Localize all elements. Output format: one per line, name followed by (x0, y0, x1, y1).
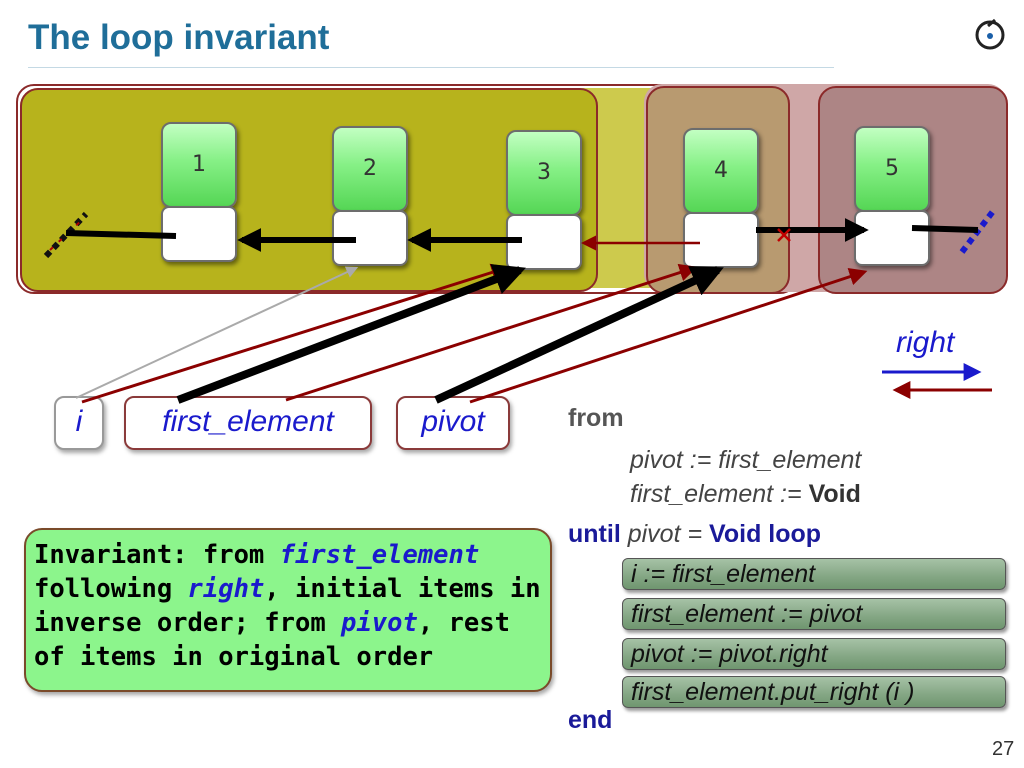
code-body-line-3: pivot := pivot.right (622, 638, 1006, 670)
invariant-box (24, 528, 552, 692)
node-1-top: 1 (161, 122, 237, 208)
arrow-first-element-old (176, 264, 526, 404)
arrow-i-old (75, 266, 359, 399)
page-number: 27 (992, 738, 1015, 760)
node-3-top: 3 (506, 130, 582, 216)
void-left-marker (43, 211, 89, 259)
node-3-label: 3 (537, 160, 551, 185)
link-1-to-void (65, 230, 177, 239)
node-1-label: 1 (192, 152, 206, 177)
right-legend-label: right (896, 326, 955, 359)
code-body-line-2: first_element := pivot (622, 598, 1006, 630)
region-reversed (20, 88, 598, 292)
invariant-text: Invariant: from first_element following … (34, 540, 541, 672)
arrow-pivot-old (434, 266, 724, 404)
arrow-i-new (81, 263, 510, 404)
var-first-element-box: first_element (124, 396, 372, 450)
var-i-label: i (75, 405, 83, 438)
var-pivot-box: pivot (396, 396, 510, 450)
var-pivot-label: pivot (421, 405, 485, 438)
cut-mark-icon (777, 228, 791, 242)
node-2-label: 2 (363, 156, 377, 181)
void-left-marker-red (49, 217, 85, 251)
eth-logo-icon (975, 18, 1005, 50)
arrow-pivot-new (469, 267, 868, 404)
node-5-top: 5 (854, 126, 930, 212)
node-5-label: 5 (885, 156, 899, 181)
link-5-to-void (911, 225, 979, 233)
slide-title: The loop invariant (28, 18, 330, 57)
arrow-first-element-new (285, 263, 698, 402)
var-first-element-label: first_element (162, 405, 334, 438)
void-right-marker (959, 208, 997, 254)
code-body-line-1: i := first_element (622, 558, 1006, 590)
node-4-top: 4 (683, 128, 759, 214)
code-until: until pivot = Void loop (568, 520, 822, 548)
code-body-line-4: first_element.put_right (i ) (622, 676, 1006, 708)
title-divider (28, 67, 834, 68)
code-init-2: first_element := Void (630, 480, 861, 508)
code-end: end (568, 706, 613, 734)
node-2-top: 2 (332, 126, 408, 212)
code-init-1: pivot := first_element (630, 446, 862, 474)
code-from: from (568, 404, 624, 432)
var-i-box: i (54, 396, 104, 450)
node-4-label: 4 (714, 158, 728, 183)
